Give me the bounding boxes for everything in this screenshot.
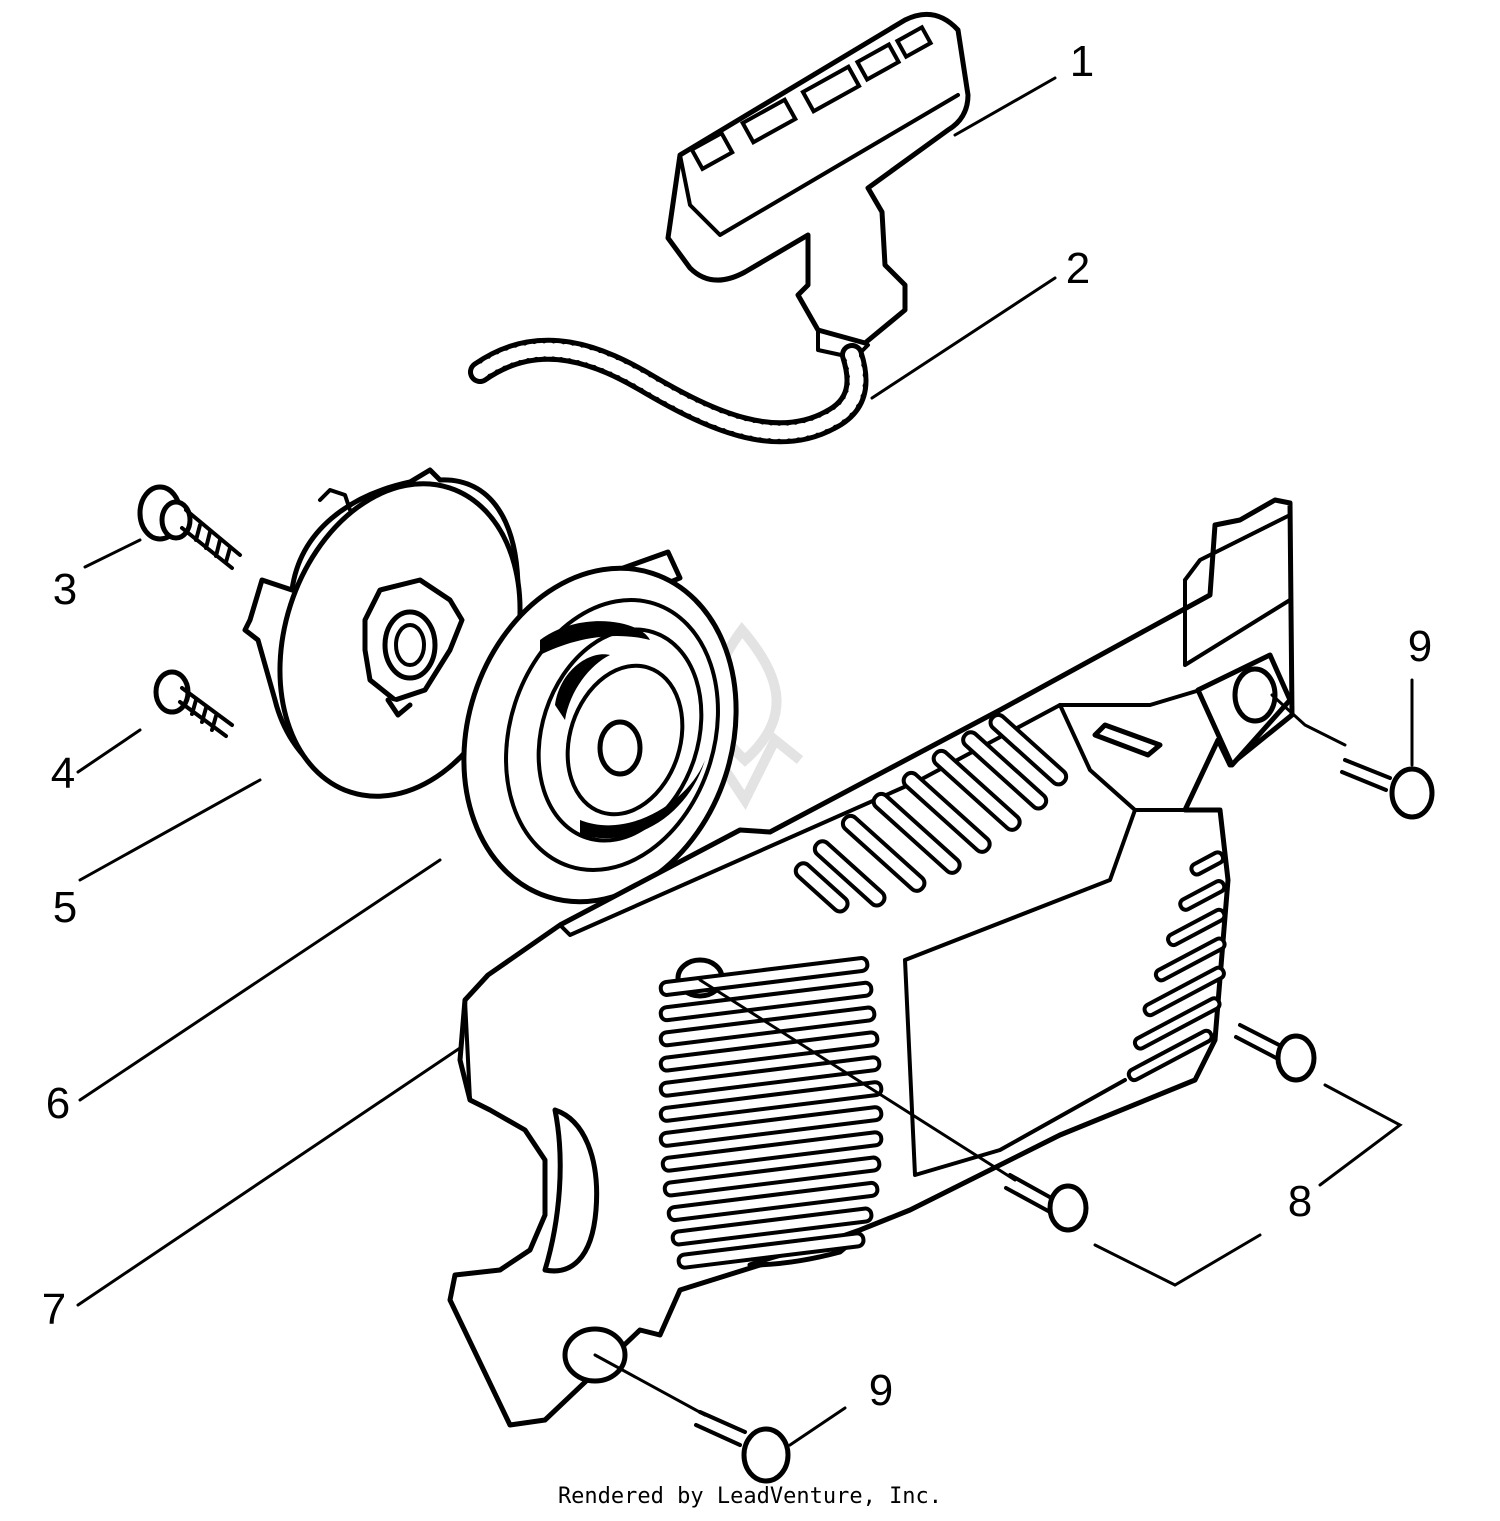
callout-7: 7 (41, 1285, 67, 1334)
callout-9-bottom: 9 (868, 1366, 894, 1415)
starter-housing (447, 497, 1295, 1428)
render-credit: Rendered by LeadVenture, Inc. (557, 1484, 943, 1509)
housing-screw-right (1234, 1023, 1317, 1083)
callout-4: 4 (50, 749, 76, 798)
housing-screw-top-right (1340, 758, 1435, 820)
starter-rope (468, 337, 869, 445)
callout-1: 1 (1069, 37, 1095, 86)
callout-8: 8 (1287, 1177, 1313, 1226)
callout-9-top: 9 (1407, 622, 1433, 671)
recoil-spring (461, 549, 739, 905)
callout-3: 3 (52, 565, 78, 614)
leader-lines (76, 76, 1414, 1447)
callout-6: 6 (45, 1079, 71, 1128)
pulley-bolt (137, 484, 242, 570)
housing-screw-bottom (694, 1410, 791, 1484)
housing-screw-center (1004, 1173, 1089, 1233)
callout-2: 2 (1065, 244, 1091, 293)
rope-pulley (242, 467, 523, 799)
starter-handle (665, 11, 971, 360)
callout-5: 5 (52, 883, 78, 932)
small-screw (153, 669, 234, 738)
